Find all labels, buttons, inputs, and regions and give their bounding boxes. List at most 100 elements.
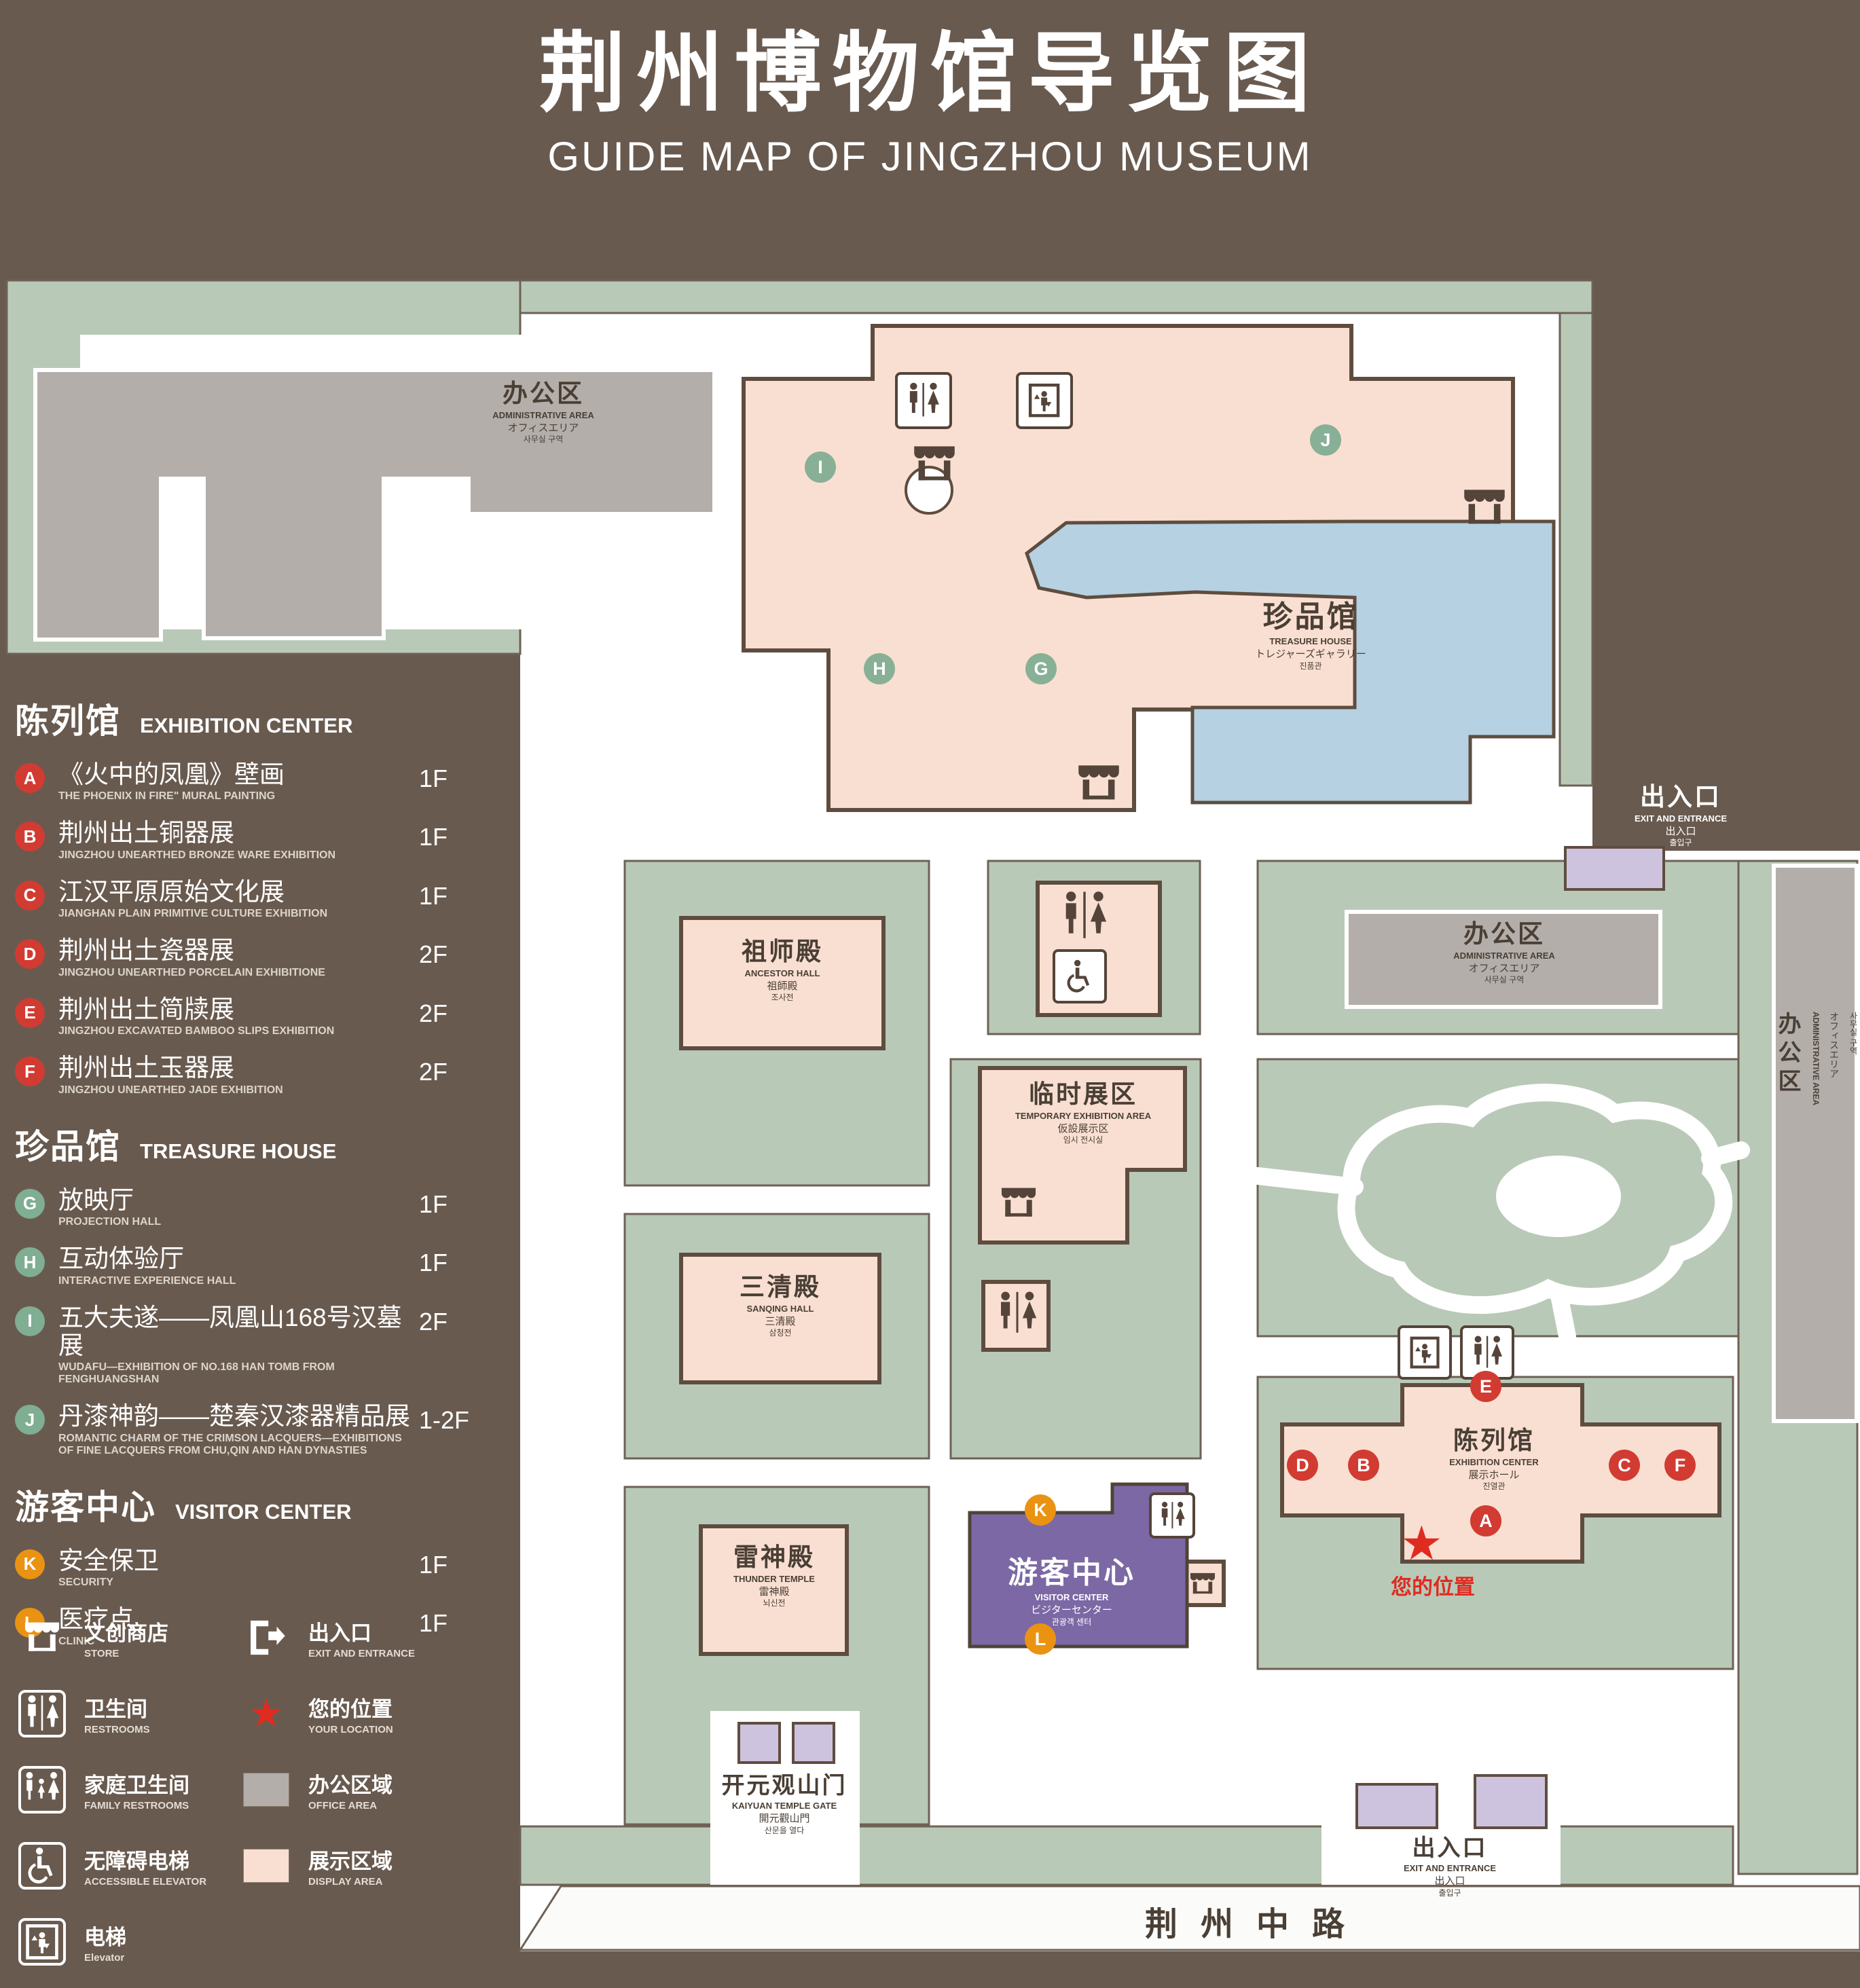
restroom-icon [1057, 888, 1112, 944]
garden-pond [1496, 1156, 1621, 1237]
legend-section-treasure-house: 珍品馆 TREASURE HOUSE [15, 1127, 337, 1166]
restroom-icon [895, 372, 952, 429]
exhibition-center-building [1280, 1383, 1721, 1564]
marker-badge-d: D [15, 939, 45, 970]
marker-hall-a: A [1470, 1505, 1501, 1536]
office-building-top [33, 368, 716, 642]
label-treasure-house: 珍品馆 TREASURE HOUSE トレジャーズギャラリー 진품관 [1255, 600, 1366, 671]
legend-store: 文创商店 STORE [15, 1600, 239, 1676]
legend-section-exhibition-center: 陈列馆 EXHIBITION CENTER [15, 702, 353, 740]
gates-and-exit-booths [737, 846, 1665, 1829]
marker-hall-d: D [1287, 1450, 1318, 1481]
marker-hall-h: H [864, 653, 895, 684]
your-location-star-icon: ★ [1400, 1517, 1443, 1570]
legend-restrooms: 卫生间 RESTROOMS [15, 1676, 239, 1752]
temp-restroom-building [981, 1280, 1051, 1352]
legend-item-f: F 荆州出土玉器展 JINGZHOU UNEARTHED JADE EXHIBI… [15, 1054, 490, 1096]
office-building-mid [1345, 910, 1662, 1009]
visitor-center-building [968, 1482, 1189, 1649]
exit-booth-right [1564, 846, 1665, 891]
exit-icon [1527, 804, 1566, 843]
legend-accessible-elevator: 无障碍电梯 ACCESSIBLE ELEVATOR [15, 1828, 239, 1904]
exit-booth-bottom-1 [1355, 1783, 1438, 1829]
legend-item-a: A 《火中的凤凰》壁画 THE PHOENIX IN FIRE" MURAL P… [15, 760, 490, 803]
label-sanqing-hall: 三清殿 SANQING HALL 三清殿 삼청전 [740, 1273, 821, 1338]
marker-badge-a: A [15, 763, 45, 793]
exit-icon [239, 1610, 293, 1665]
legend-item-b: B 荆州出土铜器展 JINGZHOU UNEARTHED BRONZE WARE… [15, 819, 490, 861]
marker-badge-b: B [15, 822, 45, 852]
road-band [518, 1885, 1860, 1951]
legend-item-g: G 放映厅 PROJECTION HALL 1F [15, 1186, 490, 1228]
label-temporary-exhibition: 临时展区 TEMPORARY EXHIBITION AREA 仮設展示区 임시 … [1015, 1080, 1152, 1145]
legend-display-area: 展示区域 DISPLAY AREA [239, 1828, 490, 1904]
ancestor-hall-building [679, 916, 886, 1050]
label-admin-mid: 办公区 ADMINISTRATIVE AREA オフィスエリア 사무실 구역 [1453, 920, 1555, 985]
sanqing-hall-building [679, 1253, 881, 1384]
marker-badge-g: G [15, 1188, 45, 1219]
label-thunder-temple: 雷神殿 THUNDER TEMPLE 雷神殿 뇌신전 [733, 1543, 815, 1608]
marker-badge-c: C [15, 880, 45, 910]
marker-badge-k: K [15, 1549, 45, 1579]
marker-hall-c: C [1609, 1450, 1640, 1481]
location-star-icon: ★ [249, 1691, 284, 1735]
marker-hall-k: K [1025, 1494, 1056, 1526]
marker-hall-e: E [1470, 1371, 1501, 1402]
store-icon [1073, 758, 1125, 809]
page-title: 荆州博物馆导览图 [539, 25, 1321, 122]
store-icon [909, 439, 960, 490]
store-icon [997, 1181, 1040, 1225]
accessible-elevator-icon [15, 1839, 69, 1893]
office-buildings [33, 368, 1859, 1423]
page-subtitle: GUIDE MAP OF JINGZHOU MUSEUM [547, 134, 1313, 179]
thunder-temple-building [699, 1524, 849, 1656]
marker-badge-h: H [15, 1247, 45, 1278]
legend-item-h: H 互动体验厅 INTERACTIVE EXPERIENCE HALL 1F [15, 1245, 490, 1287]
garden-paths [1249, 1084, 1750, 1345]
label-admin-top: 办公区 ADMINISTRATIVE AREA オフィスエリア 사무실 구역 [492, 380, 594, 445]
legend-office-area: 办公区域 OFFICE AREA [239, 1752, 490, 1828]
label-exhibition-center: 陈列馆 EXHIBITION CENTER 展示ホール 진열관 [1449, 1426, 1539, 1492]
display-area-swatch [239, 1839, 293, 1893]
store-icon [15, 1610, 69, 1665]
legend-symbols: 文创商店 STORE 卫生间 RESTROOMS 家庭卫生间 FAMILY RE… [15, 1600, 490, 1980]
marker-hall-f: F [1664, 1450, 1696, 1481]
marker-badge-j: J [15, 1405, 45, 1435]
legend-your-location: ★ 您的位置 YOUR LOCATION [239, 1676, 490, 1752]
lake [1025, 519, 1556, 805]
legend-family-restrooms: 家庭卫生间 FAMILY RESTROOMS [15, 1752, 239, 1828]
legend-exit: 出入口 EXIT AND ENTRANCE [239, 1600, 490, 1676]
restroom-icon [993, 1289, 1042, 1338]
legend-item-d: D 荆州出土瓷器展 JINGZHOU UNEARTHED PORCELAIN E… [15, 936, 490, 978]
your-location-label: 您的位置 [1391, 1575, 1475, 1599]
legend-section-visitor-center: 游客中心 VISITOR CENTER [15, 1488, 352, 1526]
elevator-icon [15, 1915, 69, 1969]
elevator-icon [1016, 372, 1073, 429]
label-ancestor-hall: 祖师殿 ANCESTOR HALL 祖師殿 조사전 [742, 938, 823, 1003]
legend-elevator: 电梯 Elevator [15, 1904, 239, 1980]
marker-badge-f: F [15, 1056, 45, 1087]
accessible-elevator-icon [1053, 949, 1107, 1004]
label-exit-bottom: 出入口 EXIT AND ENTRANCE 出入口 출입구 [1403, 1835, 1497, 1898]
restroom-icon [1149, 1492, 1195, 1539]
road-name: 荆州中路 [1144, 1907, 1368, 1943]
marker-hall-i: I [805, 452, 836, 483]
label-kaiyuan-gate: 开元观山门 KAIYUAN TEMPLE GATE 開元觀山門 산문을 열다 [721, 1773, 847, 1835]
gate-pillar-left [737, 1722, 781, 1764]
label-admin-right: 办公区 ADMINISTRATIVE AREA オフィスエリア 사무실 구역 [1774, 1012, 1858, 1105]
elevator-icon [1398, 1325, 1452, 1380]
legend-item-i: I 五大夫遂——凤凰山168号汉墓展 WUDAFU—EXHIBITION OF … [15, 1304, 490, 1386]
office-area-swatch [239, 1763, 293, 1817]
marker-hall-b: B [1348, 1450, 1379, 1481]
marker-badge-i: I [15, 1306, 45, 1336]
marker-hall-j: J [1310, 424, 1341, 456]
marker-hall-g: G [1025, 653, 1057, 684]
label-exit-right: 出入口 EXIT AND ENTRANCE 出入口 출입구 [1634, 783, 1728, 848]
store-icon [1187, 1568, 1218, 1600]
restroom-icon [15, 1687, 69, 1741]
gate-pillar-right [792, 1722, 835, 1764]
legend-item-c: C 江汉平原原始文化展 JIANGHAN PLAIN PRIMITIVE CUL… [15, 878, 490, 920]
marker-hall-l: L [1025, 1623, 1056, 1655]
